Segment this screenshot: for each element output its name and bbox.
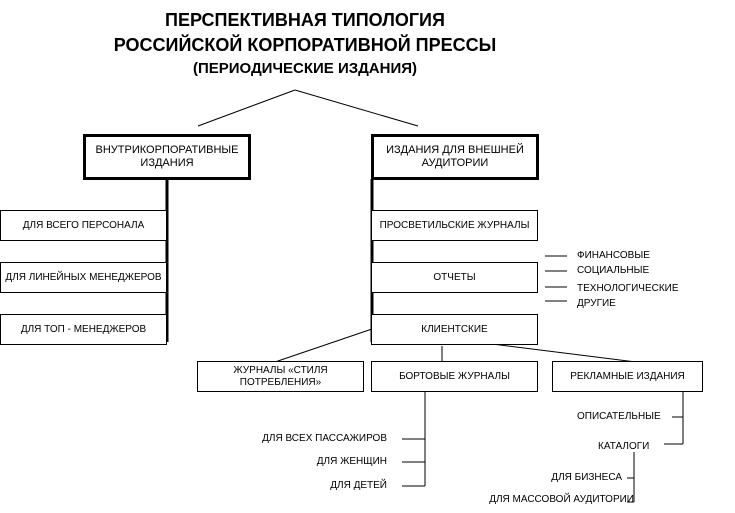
onboard-label: ДЛЯ ДЕТЕЙ [330, 480, 387, 491]
external-publications-label: ИЗДАНИЯ ДЛЯ ВНЕШНЕЙ АУДИТОРИИ [386, 144, 524, 169]
catalog-label: ДЛЯ МАССОВОЙ АУДИТОРИИ [489, 494, 634, 505]
onboard-label: ДЛЯ ВСЕХ ПАССАЖИРОВ [262, 433, 387, 444]
advertising-label: ОПИСАТЕЛЬНЫЕ [577, 411, 661, 422]
external-item-client: КЛИЕНТСКИЕ [371, 314, 538, 345]
internal-item-all-staff: ДЛЯ ВСЕГО ПЕРСОНАЛА [0, 210, 167, 241]
client-item-advertising: РЕКЛАМНЫЕ ИЗДАНИЯ [552, 361, 703, 392]
client-item-lifestyle-journals: ЖУРНАЛЫ «СТИЛЯ ПОТРЕБЛЕНИЯ» [197, 361, 364, 392]
report-type-label: ДРУГИЕ [577, 298, 616, 309]
diagram-title-line1: ПЕРСПЕКТИВНАЯ ТИПОЛОГИЯ [165, 10, 445, 30]
client-item-label: РЕКЛАМНЫЕ ИЗДАНИЯ [570, 370, 685, 382]
internal-item-top-managers: ДЛЯ ТОП - МЕНЕДЖЕРОВ [0, 314, 167, 345]
external-item-label: КЛИЕНТСКИЕ [421, 323, 488, 335]
diagram-title-line2: РОССИЙСКОЙ КОРПОРАТИВНОЙ ПРЕССЫ [113, 35, 497, 55]
client-item-label: ЖУРНАЛЫ «СТИЛЯ ПОТРЕБЛЕНИЯ» [233, 364, 328, 388]
report-type-label: ФИНАНСОВЫЕ [577, 250, 650, 261]
internal-item-label: ДЛЯ ТОП - МЕНЕДЖЕРОВ [20, 323, 147, 335]
report-type-label: СОЦИАЛЬНЫЕ [577, 265, 650, 276]
external-publications-box: ИЗДАНИЯ ДЛЯ ВНЕШНЕЙ АУДИТОРИИ [371, 134, 539, 180]
client-item-onboard-journals: БОРТОВЫЕ ЖУРНАЛЫ [371, 361, 538, 392]
internal-item-label: ДЛЯ ЛИНЕЙНЫХ МЕНЕДЖЕРОВ [5, 271, 162, 283]
client-item-label: БОРТОВЫЕ ЖУРНАЛЫ [399, 370, 510, 382]
internal-publications-label: ВНУТРИКОРПОРАТИВНЫЕ ИЗДАНИЯ [95, 144, 239, 169]
external-item-label: ПРОСВЕТИЛЬСКИЕ ЖУРНАЛЫ [379, 219, 530, 231]
external-item-label: ОТЧЕТЫ [433, 271, 476, 283]
internal-item-line-managers: ДЛЯ ЛИНЕЙНЫХ МЕНЕДЖЕРОВ [0, 262, 167, 293]
internal-publications-box: ВНУТРИКОРПОРАТИВНЫЕ ИЗДАНИЯ [83, 134, 251, 180]
catalog-label: ДЛЯ БИЗНЕСА [551, 472, 622, 483]
external-item-reports: ОТЧЕТЫ [371, 262, 538, 293]
diagram-subtitle: (ПЕРИОДИЧЕСКИЕ ИЗДАНИЯ) [192, 60, 418, 77]
onboard-label: ДЛЯ ЖЕНЩИН [316, 456, 387, 467]
internal-item-label: ДЛЯ ВСЕГО ПЕРСОНАЛА [22, 219, 145, 231]
external-item-educational-journals: ПРОСВЕТИЛЬСКИЕ ЖУРНАЛЫ [371, 210, 538, 241]
report-type-label: ТЕХНОЛОГИЧЕСКИЕ [577, 283, 679, 294]
advertising-label: КАТАЛОГИ [598, 441, 650, 452]
